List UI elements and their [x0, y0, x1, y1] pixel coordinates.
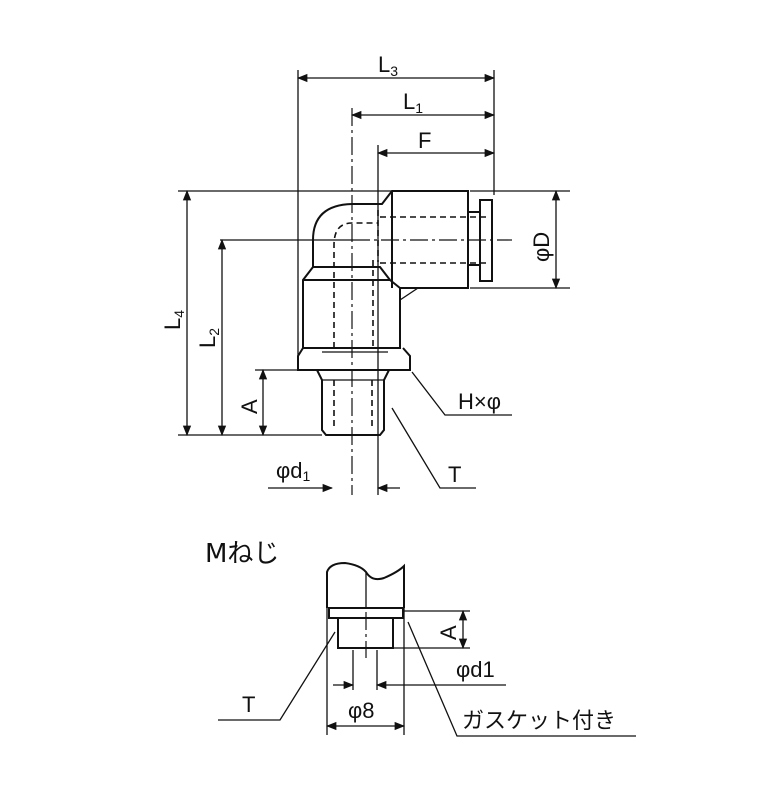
label-L3: L3 [378, 52, 398, 79]
gasket-note: ガスケット付き [462, 709, 616, 734]
label-thread: T [448, 462, 461, 487]
hex-nut [297, 347, 411, 371]
elbow-body [302, 190, 469, 349]
body-edge [399, 287, 419, 301]
label-hex: H×φ [458, 389, 501, 414]
label-phi-d1: φd1 [276, 458, 311, 484]
m-thread-title: Mねじ [205, 539, 279, 569]
leader-hex [411, 371, 512, 416]
m-thread-detail-view: Mねじ A φd1 φ8 T ガスケット付き [205, 539, 636, 737]
label-phi8: φ8 [348, 698, 375, 723]
release-ring [479, 199, 493, 282]
leader-gasket [407, 621, 636, 737]
leader-thread [218, 631, 336, 721]
hidden-line [333, 222, 378, 348]
male-thread [316, 369, 390, 436]
label-phiD: φD [529, 232, 554, 262]
label-phi-d1: φd1 [456, 657, 495, 682]
leader-thread [391, 407, 476, 489]
label-A: A [237, 399, 262, 414]
label-L2: L2 [195, 328, 222, 348]
label-A: A [436, 625, 461, 640]
elbow-fitting-main-view: L3 L1 F L4 L2 A φD H×φ T φd1 [160, 52, 570, 495]
label-L4: L4 [160, 310, 187, 330]
label-thread: T [242, 692, 255, 717]
label-L1: L1 [403, 89, 423, 116]
label-F: F [418, 128, 431, 153]
